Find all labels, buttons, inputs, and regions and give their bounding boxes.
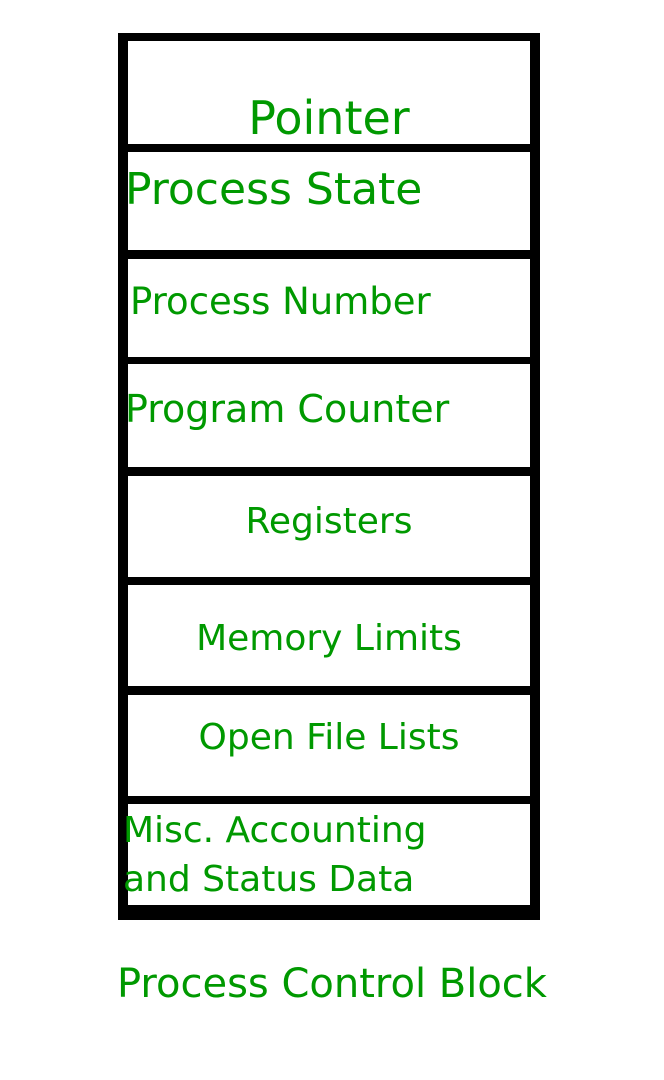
pcb-row: [128, 476, 530, 577]
pcb-row: [128, 364, 530, 467]
pcb-row: [128, 41, 530, 144]
pcb-row: [128, 695, 530, 796]
pcb-cell-background: [128, 41, 530, 144]
pcb-cell-background: [128, 476, 530, 577]
pcb-row: [128, 152, 530, 250]
pcb-cell-background: [128, 364, 530, 467]
pcb-cell-background: [128, 585, 530, 686]
diagram-caption: Process Control Block: [117, 961, 547, 1007]
process-control-block-table: Pointer Process State Process Number Pro…: [118, 33, 540, 920]
pcb-cell-background: [128, 695, 530, 796]
pcb-cell-background: [128, 152, 530, 250]
pcb-cell-background: [128, 259, 530, 357]
pcb-row: [128, 259, 530, 357]
pcb-cell-background: [128, 804, 530, 905]
pcb-row: [128, 804, 530, 905]
pcb-row: [128, 585, 530, 686]
